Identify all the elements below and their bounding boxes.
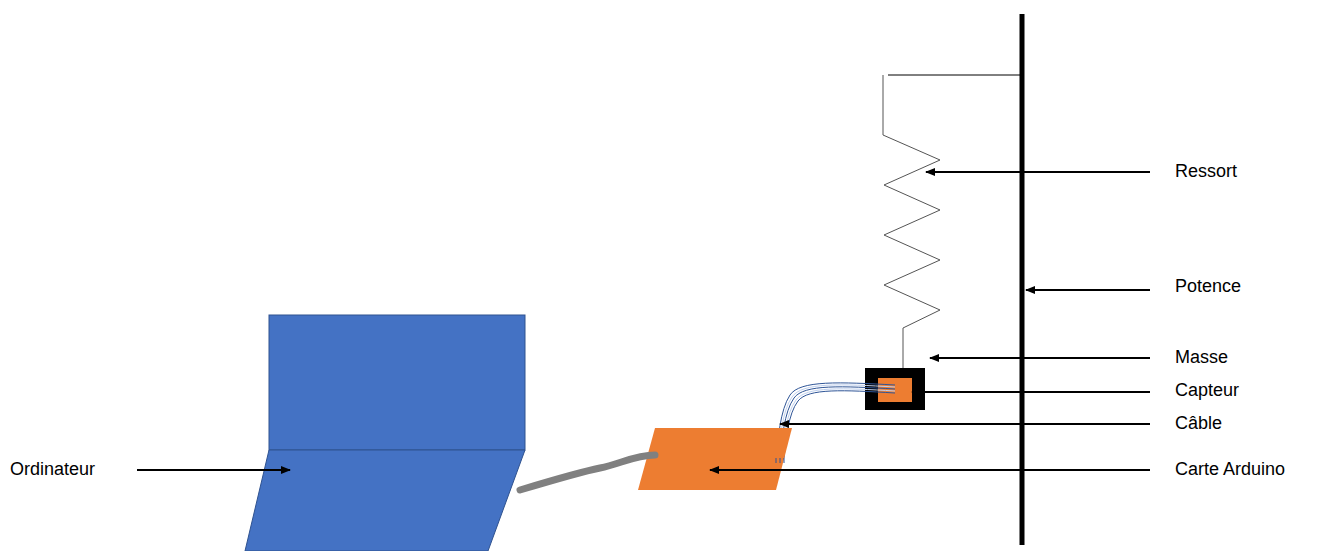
part-label: Capteur xyxy=(1175,380,1239,402)
part-label: Masse xyxy=(1175,347,1228,369)
spring xyxy=(883,75,940,368)
part-label: Câble xyxy=(1175,413,1222,435)
laptop-base xyxy=(245,450,525,551)
part-label: Potence xyxy=(1175,276,1241,298)
arduino-board xyxy=(638,428,792,490)
sensor-cable xyxy=(776,383,895,458)
usb-cable xyxy=(520,455,655,490)
part-label: Carte Arduino xyxy=(1175,459,1285,481)
laptop-screen xyxy=(269,315,525,450)
part-label: Ordinateur xyxy=(10,459,95,481)
part-label: Ressort xyxy=(1175,161,1237,183)
stand-pole xyxy=(1020,14,1025,545)
leader-arrows xyxy=(137,172,1150,470)
stand-arm xyxy=(888,75,1022,76)
